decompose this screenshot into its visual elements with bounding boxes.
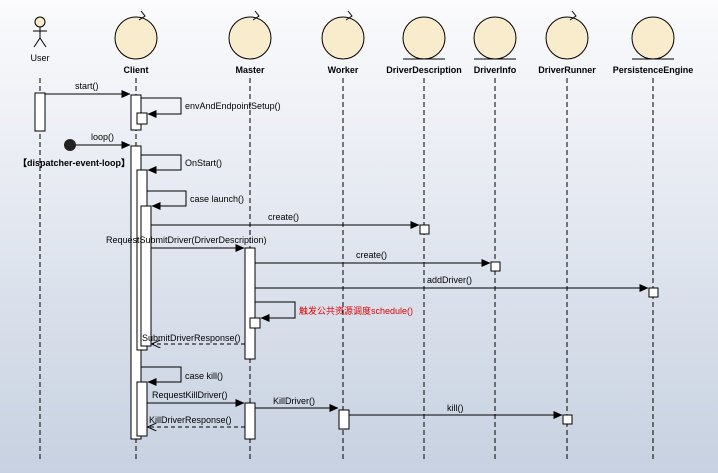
svg-text:loop(): loop() <box>91 132 114 142</box>
svg-text:create(): create() <box>356 250 387 260</box>
svg-text:RequestSubmitDriver(DriverDesc: RequestSubmitDriver(DriverDescription) <box>106 235 267 245</box>
svg-text:RequestKillDriver(): RequestKillDriver() <box>152 390 228 400</box>
activation-client-env <box>136 112 148 125</box>
actor-icon <box>33 16 47 48</box>
participant-label-client: Client <box>123 65 148 75</box>
message-env-setup: envAndEndpointSetup() <box>141 97 281 118</box>
message-schedule: 触发公共资源调度schedule() <box>255 301 413 322</box>
entity-icon <box>473 16 517 60</box>
message-onstart: OnStart() <box>141 154 222 174</box>
activation-master-kill <box>244 402 256 440</box>
message-submit-driver-response: SubmitDriverResponse() <box>142 333 245 344</box>
participant-driverrunner: DriverRunner <box>538 10 596 75</box>
participant-label-master: Master <box>235 65 265 75</box>
message-request-kill-driver: RequestKillDriver() <box>147 390 245 407</box>
activation-user <box>34 92 46 132</box>
control-icon <box>545 10 589 60</box>
participant-label-driverrunner: DriverRunner <box>538 65 596 75</box>
activation-driverrunner <box>562 414 573 425</box>
activation-driverinfo <box>490 261 501 272</box>
svg-text:envAndEndpointSetup(): envAndEndpointSetup() <box>185 101 281 111</box>
entity-icon <box>631 16 675 60</box>
entity-icon <box>402 16 446 60</box>
svg-text:KillDriverResponse(): KillDriverResponse() <box>149 415 232 425</box>
initial-node-icon <box>64 139 76 151</box>
message-request-submit-driver: RequestSubmitDriver(DriverDescription) <box>106 235 267 252</box>
message-loop: loop() <box>64 132 131 151</box>
participant-label-worker: Worker <box>328 65 359 75</box>
dispatcher-label: 【dispatcher-event-loop】 <box>18 158 130 168</box>
participant-worker: Worker <box>321 10 365 75</box>
svg-text:SubmitDriverResponse(): SubmitDriverResponse() <box>142 333 241 343</box>
activation-master-schedule <box>249 317 261 329</box>
svg-text:OnStart(): OnStart() <box>185 158 222 168</box>
participant-label-driverdescription: DriverDescription <box>386 65 462 75</box>
svg-text:KillDriver(): KillDriver() <box>273 396 315 406</box>
participant-master: Master <box>228 10 272 75</box>
message-add-driver: addDriver() <box>255 275 649 292</box>
svg-text:case launch(): case launch() <box>190 194 244 204</box>
message-kill-driver-response: KillDriverResponse() <box>148 415 245 427</box>
activation-driverdescription <box>419 224 430 235</box>
message-case-launch: case launch() <box>147 190 244 210</box>
message-create-driverinfo: create() <box>255 250 491 267</box>
control-icon <box>321 10 365 60</box>
activation-client-kill <box>136 381 148 437</box>
activation-persistenceengine <box>648 287 659 298</box>
message-kill: kill() <box>349 403 563 419</box>
message-kill-driver: KillDriver() <box>255 396 339 412</box>
svg-text:触发公共资源调度schedule(): 触发公共资源调度schedule() <box>299 305 413 316</box>
activation-client-launch <box>140 205 152 347</box>
control-icon <box>114 10 158 60</box>
svg-text:create(): create() <box>268 212 299 222</box>
svg-text:start(): start() <box>75 81 99 91</box>
message-create-driverdescription: create() <box>151 212 420 229</box>
participant-user: User <box>30 16 50 63</box>
participant-label-user: User <box>30 53 49 63</box>
message-start: start() <box>45 81 131 98</box>
svg-text:case kill(): case kill() <box>185 371 223 381</box>
svg-text:addDriver(): addDriver() <box>427 275 472 285</box>
activation-master-submit <box>244 247 256 360</box>
participant-label-driverinfo: DriverInfo <box>474 65 517 75</box>
message-case-kill: case kill() <box>141 366 223 386</box>
svg-text:kill(): kill() <box>447 403 464 413</box>
activation-worker <box>338 409 350 430</box>
control-icon <box>228 10 272 60</box>
participant-client: Client <box>114 10 158 75</box>
participant-driverdescription: DriverDescription <box>386 16 462 75</box>
participant-label-persistenceengine: PersistenceEngine <box>613 65 694 75</box>
participant-driverinfo: DriverInfo <box>473 16 517 75</box>
participant-persistenceengine: PersistenceEngine <box>613 16 694 75</box>
